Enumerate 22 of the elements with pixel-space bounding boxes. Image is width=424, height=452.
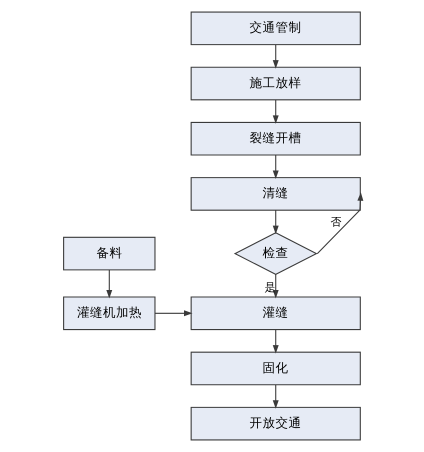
arrow [155, 310, 193, 316]
node-box: 裂缝开槽 [190, 122, 361, 156]
arrow [106, 270, 112, 298]
arrow [272, 274, 279, 298]
node-box: 灌缝 [190, 296, 361, 330]
node-box: 备料 [63, 236, 156, 270]
arrow [272, 155, 279, 180]
node-box: 开放交通 [190, 406, 361, 440]
node-box: 灌缝机加热 [63, 296, 156, 330]
node-box: 固化 [190, 352, 361, 386]
edge-label: 是 [264, 281, 276, 294]
node-box: 清缝 [190, 177, 361, 211]
arrow [272, 210, 279, 234]
arrow [272, 44, 279, 69]
arrow [272, 384, 279, 409]
arrow [272, 100, 279, 124]
node-box: 交通管制 [190, 12, 361, 46]
node-box: 施工放样 [190, 66, 361, 100]
arrow [316, 192, 364, 254]
edge-label: 否 [330, 215, 342, 228]
arrow [272, 330, 279, 354]
node-diamond: 检查 [234, 232, 318, 275]
